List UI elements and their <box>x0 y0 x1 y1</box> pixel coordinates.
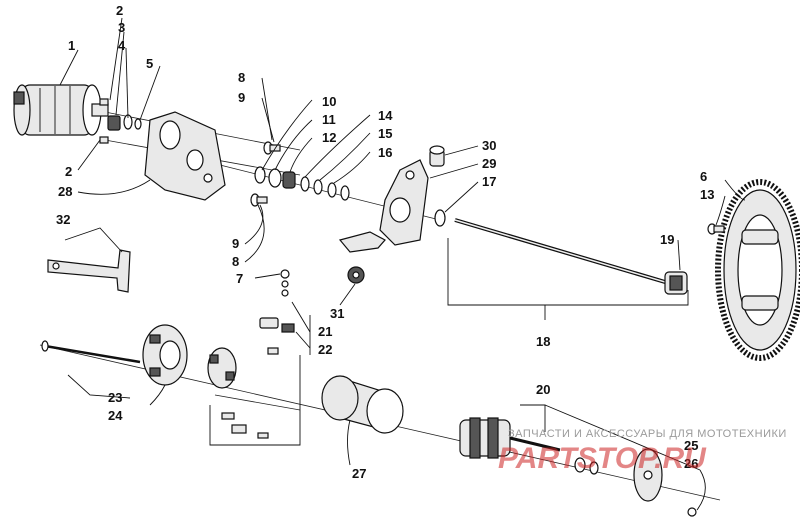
leader-lines <box>59 17 746 466</box>
callout-16: 16 <box>378 145 392 160</box>
group-brackets <box>209 238 706 511</box>
callout-13: 13 <box>700 187 714 202</box>
brush-plate-part <box>207 347 237 389</box>
drive-gear-and-washers <box>99 98 142 144</box>
callout-23: 23 <box>108 390 122 405</box>
callout-30: 30 <box>482 138 496 153</box>
through-bolt-part <box>41 340 141 364</box>
callout-9: 9 <box>232 236 239 251</box>
armature-part <box>459 417 561 459</box>
callout-24: 24 <box>108 408 123 423</box>
mounting-bracket-part <box>144 111 226 201</box>
callout-labels: 1 2 3 4 5 2 28 8 9 10 11 12 14 15 16 30 … <box>56 3 714 481</box>
gear-stack-parts <box>254 166 350 201</box>
callout-12: 12 <box>322 130 336 145</box>
callout-14: 14 <box>378 108 393 123</box>
callout-5: 5 <box>146 56 153 71</box>
callout-32: 32 <box>56 212 70 227</box>
washer-part <box>434 209 446 227</box>
end-cap-part <box>142 324 188 386</box>
callout-4: 4 <box>118 38 126 53</box>
shift-lever-part <box>338 145 445 253</box>
callout-2: 2 <box>116 3 123 18</box>
shaft-part <box>454 218 688 295</box>
callout-26: 26 <box>684 456 698 471</box>
callout-1: 1 <box>68 38 75 53</box>
callout-18: 18 <box>536 334 550 349</box>
screw-bottom <box>250 193 268 207</box>
callout-21: 21 <box>318 324 332 339</box>
callout-8: 8 <box>232 254 239 269</box>
small-pinion-part <box>347 266 365 284</box>
callout-31: 31 <box>330 306 344 321</box>
ring-gear-part <box>715 179 800 361</box>
watermark: ЗАПЧАСТИ И АКСЕССУАРЫ ДЛЯ МОТОТЕХНИКИ PA… <box>498 428 787 475</box>
callout-11: 11 <box>322 112 336 127</box>
starter-motor-part <box>13 84 109 136</box>
callout-7: 7 <box>236 271 243 286</box>
callout-2: 2 <box>65 164 72 179</box>
angle-bracket-part <box>47 249 131 293</box>
callout-17: 17 <box>482 174 496 189</box>
callout-9: 9 <box>238 90 245 105</box>
callout-28: 28 <box>58 184 72 199</box>
callout-27: 27 <box>352 466 366 481</box>
callout-20: 20 <box>536 382 550 397</box>
callout-6: 6 <box>700 169 707 184</box>
callout-22: 22 <box>318 342 332 357</box>
callout-3: 3 <box>118 20 125 35</box>
callout-15: 15 <box>378 126 392 141</box>
callout-29: 29 <box>482 156 496 171</box>
ring-gear-bolt <box>707 223 725 235</box>
callout-19: 19 <box>660 232 674 247</box>
motor-housing-part <box>321 375 404 434</box>
callout-25: 25 <box>684 438 698 453</box>
brush-holder-parts <box>221 269 295 439</box>
screw-top <box>263 141 281 155</box>
callout-10: 10 <box>322 94 336 109</box>
watermark-tagline: ЗАПЧАСТИ И АКСЕССУАРЫ ДЛЯ МОТОТЕХНИКИ <box>508 428 787 440</box>
end-plate-part <box>574 448 697 517</box>
callout-8: 8 <box>238 70 245 85</box>
watermark-logo: PARTSTOP.RU <box>498 442 707 475</box>
